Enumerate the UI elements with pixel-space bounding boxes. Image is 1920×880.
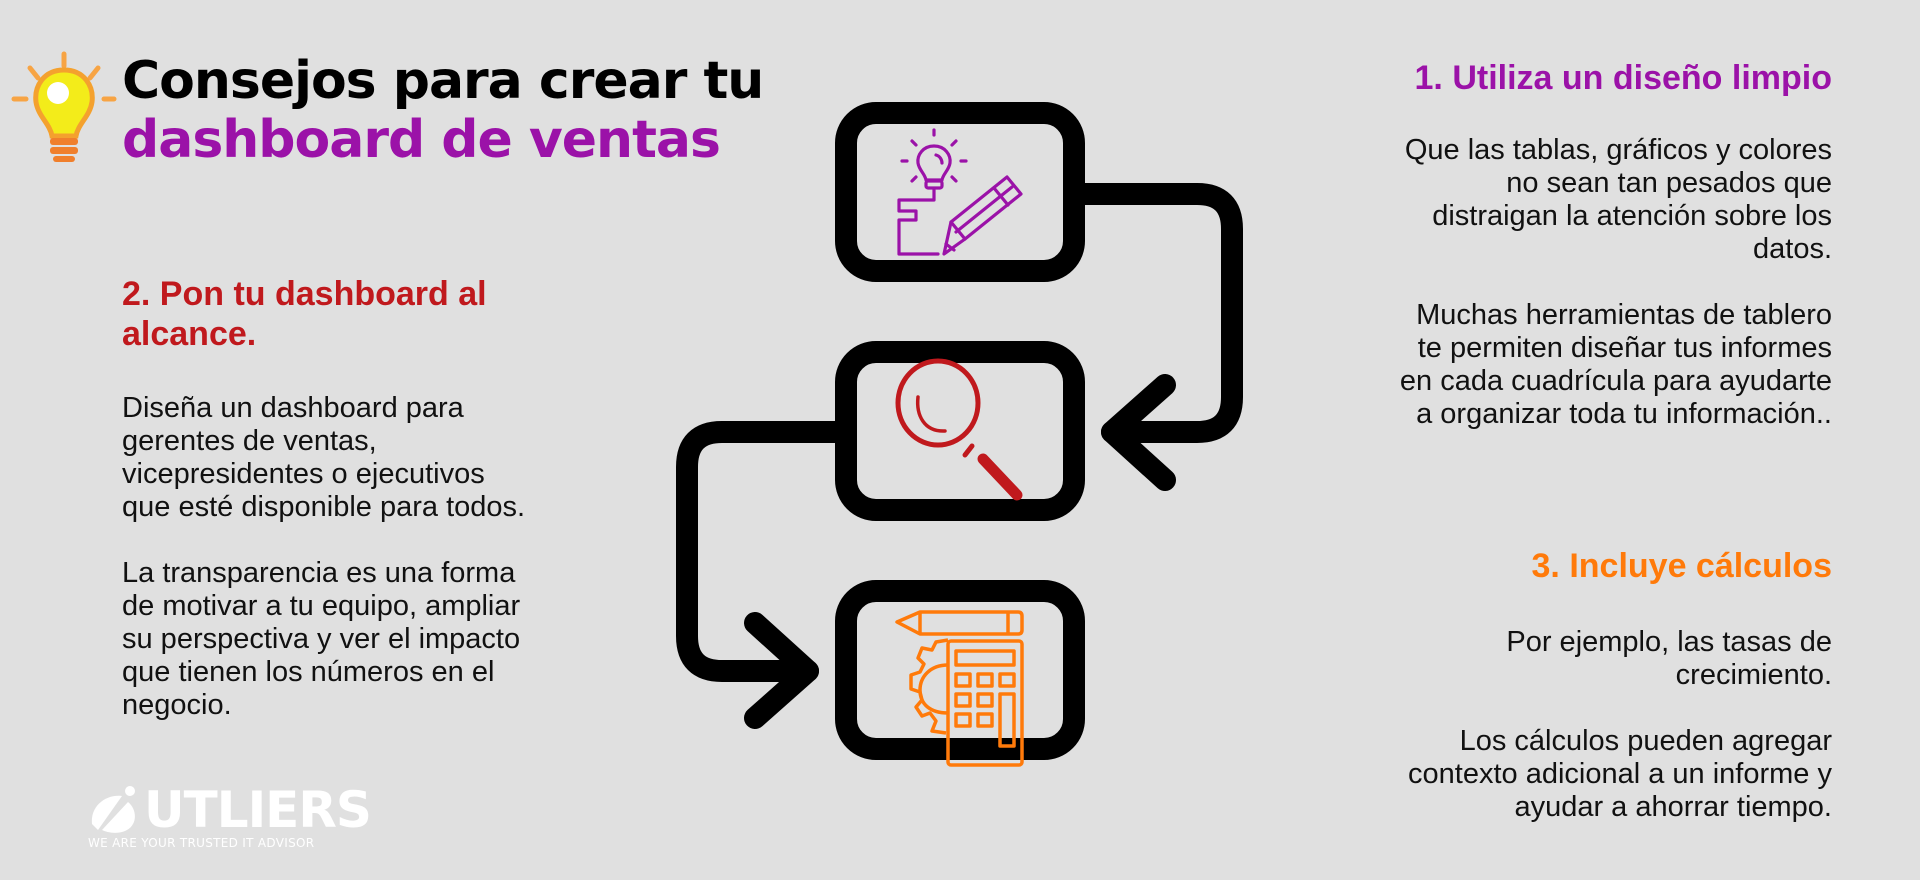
- tip-2-body: Diseña un dashboard para gerentes de ven…: [122, 392, 622, 755]
- tip-1-body: Que las tablas, gráficos y colores no se…: [1312, 134, 1832, 464]
- logo-o-mark-icon: [91, 786, 135, 833]
- outliers-logo: UTLIERS WE ARE YOUR TRUSTED IT ADVISOR: [88, 781, 372, 850]
- calculator-gear-icon: [895, 610, 1024, 767]
- tip-2-heading: 2. Pon tu dashboard al alcance.: [122, 275, 487, 353]
- tip-3-paragraph-1: Por ejemplo, las tasas de crecimiento.: [1506, 626, 1832, 691]
- magnifier-icon: [895, 358, 1023, 501]
- logo-brand-text: UTLIERS: [144, 781, 372, 839]
- tip-1-heading: 1. Utiliza un diseño limpio: [1414, 59, 1832, 97]
- tip-3-paragraph-2: Los cálculos pueden agregar contexto adi…: [1408, 725, 1832, 823]
- tip-3-body: Por ejemplo, las tasas de crecimiento. L…: [1312, 626, 1832, 857]
- tip-1-paragraph-1: Que las tablas, gráficos y colores no se…: [1404, 134, 1832, 265]
- step-box-2: [835, 341, 1085, 521]
- page-title: Consejos para crear tu dashboard de vent…: [122, 51, 764, 170]
- step-box-1: [835, 102, 1085, 282]
- logo-tagline: WE ARE YOUR TRUSTED IT ADVISOR: [88, 836, 315, 850]
- tip-2-paragraph-1: Diseña un dashboard para gerentes de ven…: [122, 392, 526, 523]
- title-line-1: Consejos para crear tu: [122, 51, 764, 111]
- tip-1-paragraph-2: Muchas herramientas de tablero te permit…: [1399, 299, 1832, 430]
- step-box-3: [835, 580, 1085, 760]
- lightbulb-pencil-icon: [897, 128, 1023, 256]
- connector-1-to-2: [1074, 183, 1243, 443]
- connector-2-to-3: [676, 421, 846, 682]
- tip-3-heading: 3. Incluye cálculos: [1531, 547, 1832, 585]
- lightbulb-icon: [11, 51, 117, 162]
- logo-wordmark: UTLIERS: [88, 781, 372, 839]
- title-line-2: dashboard de ventas: [122, 110, 721, 170]
- arrow-head-left: [1101, 374, 1176, 491]
- tip-2-paragraph-2: La transparencia es una forma de motivar…: [122, 557, 521, 721]
- arrow-head-right: [744, 612, 819, 729]
